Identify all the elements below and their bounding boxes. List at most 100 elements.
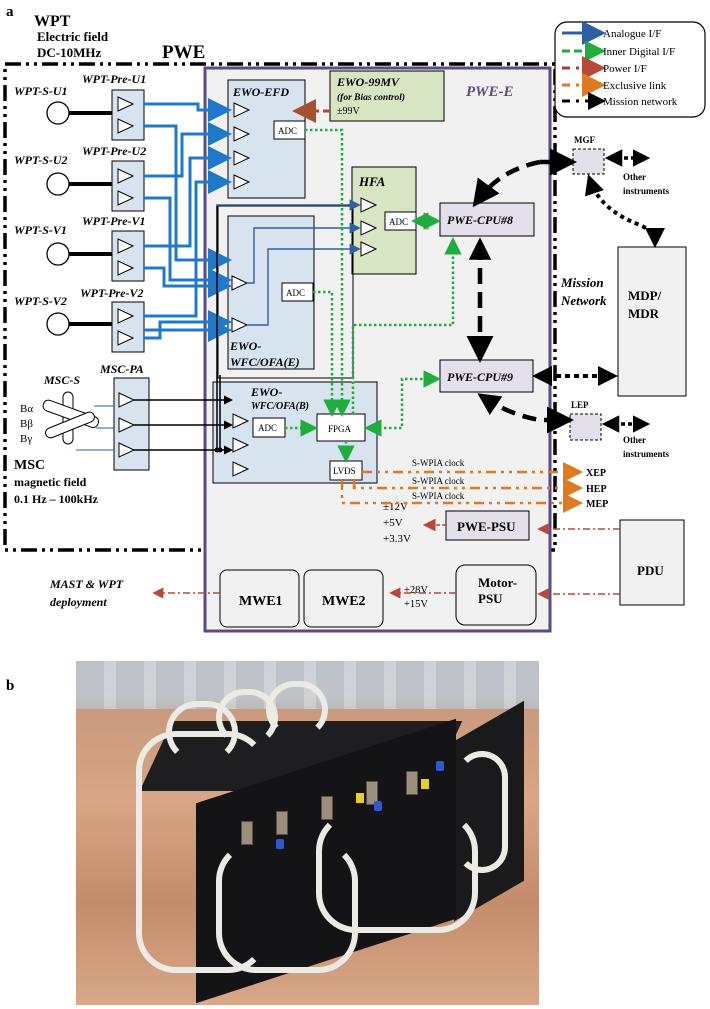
ewo-99mv-volt: ±99V [337, 106, 360, 117]
wfc-b-label1: EWO- [250, 385, 282, 399]
svg-text:WPT-Pre-U1: WPT-Pre-U1 [82, 72, 146, 86]
pwe-boundary [3, 62, 557, 552]
pdu-block [619, 519, 685, 606]
mwe2-label: MWE2 [322, 594, 366, 609]
exclusive-links [340, 462, 583, 513]
panel-a-label: a [6, 4, 14, 20]
photo-cable [456, 751, 508, 873]
fpga-block [316, 413, 366, 442]
ewo-99mv-title: EWO-99MV [336, 75, 400, 89]
lep-other2: instruments [623, 449, 669, 459]
clock-target-mep: MEP [586, 499, 608, 510]
photo-cable [316, 811, 478, 933]
clock-target-hep: HEP [586, 484, 607, 495]
mgf-other1: Other [623, 172, 646, 182]
svg-text:ADC: ADC [389, 217, 408, 227]
wpt-sensor-u2: WPT-S-U2 WPT-Pre-U2 [14, 144, 146, 212]
psu-volt-33: +3.3V [383, 533, 411, 545]
msc-pa-label: MSC-PA [99, 362, 144, 376]
legend-analogue: Analogue I/F [603, 28, 661, 40]
mdp-mdr-block [617, 246, 687, 397]
motor-psu-label2: PSU [478, 591, 503, 606]
wpt-line1: Electric field [37, 29, 109, 44]
photo-connector [406, 771, 418, 795]
mwe1-block [219, 569, 300, 628]
lep-label: LEP [571, 400, 589, 410]
mission-network-label1: Mission [560, 275, 604, 290]
wpt-sensor-u1: WPT-S-U1 WPT-Pre-U1 [14, 72, 146, 141]
lep-other1: Other [623, 435, 646, 445]
legend: Analogue I/F Inner Digital I/F Power I/F… [554, 21, 706, 118]
wpt-title: WPT [34, 13, 71, 30]
photo-yellow-tag [421, 779, 429, 789]
motor-psu-block [455, 564, 537, 626]
msc-sensor-lines [76, 405, 114, 451]
cpu8-label: PWE-CPU#8 [447, 213, 513, 227]
photo-blue-clip [436, 761, 444, 771]
digital-links [285, 128, 462, 463]
photo-connector [241, 821, 253, 845]
mdp-label1: MDP/ [628, 288, 662, 303]
clock-label-hep: S-WPIA clock [412, 476, 465, 486]
legend-power: Power I/F [603, 63, 647, 75]
b-gamma: Bγ [20, 433, 32, 445]
cpu9-label: PWE-CPU#9 [447, 370, 513, 384]
photo-cable [136, 731, 268, 973]
wpt-line2: DC-10MHz [37, 45, 101, 60]
wpt-sensor-v2: WPT-S-V2 WPT-Pre-V2 [14, 286, 145, 353]
svg-text:WPT-Pre-V2: WPT-Pre-V2 [80, 286, 144, 300]
svg-text:ADC: ADC [278, 126, 297, 136]
svg-text:ADC: ADC [258, 423, 277, 433]
photo-blue-clip [276, 839, 284, 849]
panel-b-label-text: b [6, 678, 14, 694]
mgf-block [572, 148, 605, 175]
cpu8-block [439, 202, 535, 237]
pwe-e-photo [76, 661, 539, 1005]
msc-sensor-icon [42, 391, 99, 445]
b-beta: Bβ [20, 418, 33, 430]
msc-title: MSC [14, 458, 45, 473]
mgf-label: MGF [574, 135, 595, 145]
wpt-sensor-v1: WPT-S-V1 WPT-Pre-V1 [14, 214, 146, 282]
wfc-e-label2: WFC/OFA(E) [230, 355, 300, 369]
photo-yellow-tag [356, 793, 364, 803]
mgf-other2: instruments [623, 186, 669, 196]
photo-connector [276, 811, 288, 835]
cpu9-lep-link [477, 393, 574, 434]
pwe-e-label: PWE-E [466, 84, 514, 100]
svg-text:WPT-S-U2: WPT-S-U2 [14, 153, 68, 167]
svg-text:WPT-S-U1: WPT-S-U1 [14, 84, 68, 98]
analogue-links-wpt [144, 98, 232, 342]
photo-connector [366, 781, 378, 805]
lvds-label: LVDS [333, 466, 356, 476]
pwe-psu-label: PWE-PSU [457, 519, 516, 534]
msc-line1: magnetic field [14, 475, 87, 489]
psu-volt-5: +5V [383, 517, 403, 529]
fpga-label: FPGA [328, 424, 352, 434]
mast-label1: MAST & WPT [49, 577, 124, 591]
svg-text:WPT-S-V2: WPT-S-V2 [14, 294, 67, 308]
clock-target-xep: XEP [586, 468, 606, 479]
motor-volt-28: +28V [404, 585, 428, 596]
photo-blue-clip [374, 801, 382, 811]
mwe1-label: MWE1 [239, 594, 283, 609]
mdp-label2: MDR [628, 306, 660, 321]
legend-inner-digital: Inner Digital I/F [603, 46, 675, 58]
b-alpha: Bα [20, 403, 33, 415]
ewo-efd-label: EWO-EFD [232, 85, 289, 99]
mgf-mdp-link [584, 174, 665, 248]
cpu8-mgf-link [472, 159, 541, 208]
legend-mission: Mission network [603, 96, 678, 108]
svg-text:ADC: ADC [286, 288, 305, 298]
photo-connector [321, 796, 333, 820]
ewo-99mv-block [329, 70, 445, 122]
mwe2-block [303, 569, 384, 628]
ewo-99mv-sub: (for Bias control) [337, 92, 405, 103]
analogue-links-hfa [216, 199, 361, 326]
legend-exclusive: Exclusive link [603, 80, 667, 92]
wfc-e-label1: EWO- [229, 339, 261, 353]
pwe-label: PWE [162, 42, 205, 63]
wfc-b-label2: WFC/OFA(B) [251, 401, 309, 412]
svg-text:WPT-Pre-V1: WPT-Pre-V1 [82, 214, 146, 228]
mast-label2: deployment [50, 595, 107, 609]
